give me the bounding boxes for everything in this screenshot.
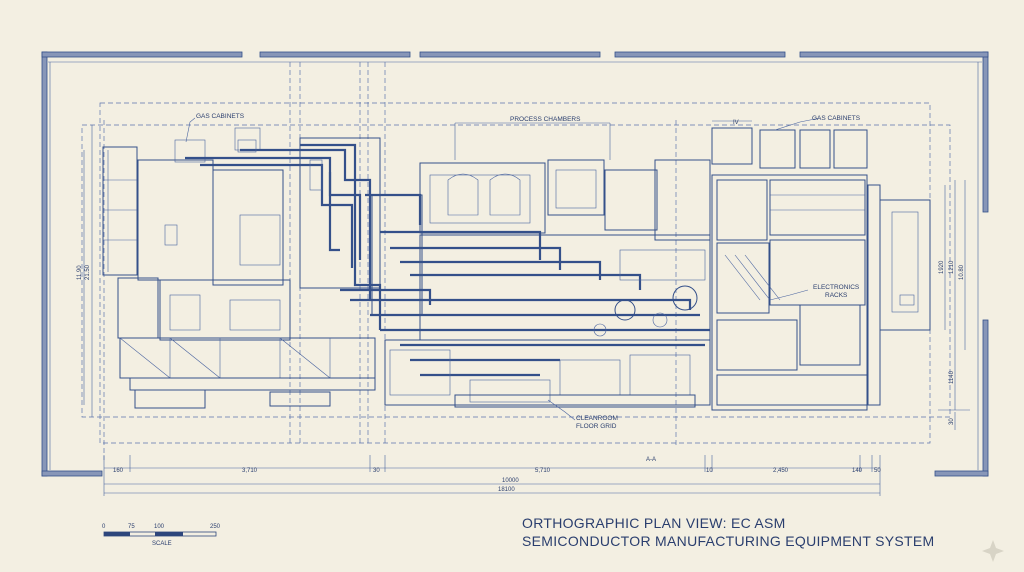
dim-overall-10000: 10000 bbox=[502, 478, 519, 484]
label-process-chambers: PROCESS CHAMBERS bbox=[510, 116, 581, 123]
label-floor-grid: FLOOR GRID bbox=[576, 423, 617, 430]
label-racks: RACKS bbox=[825, 292, 848, 299]
label-section-mark: A-A bbox=[646, 457, 656, 463]
scale-label: SCALE bbox=[152, 541, 172, 547]
dim-left-2: 21.50 bbox=[85, 264, 91, 280]
dim-bottom-6: 2,450 bbox=[773, 468, 789, 474]
label-cleanroom: CLEANROOM bbox=[576, 415, 618, 422]
left-gas-cabinet-area bbox=[102, 127, 376, 409]
scale-tick-75: 75 bbox=[128, 524, 135, 530]
right-equipment-area bbox=[711, 127, 931, 411]
process-chambers-area bbox=[384, 159, 711, 408]
dim-bottom-3: 30 bbox=[373, 468, 380, 474]
piping-cluster bbox=[185, 137, 710, 377]
scale-tick-0: 0 bbox=[102, 524, 106, 530]
drawing-title-line2: SEMICONDUCTOR MANUFACTURING EQUIPMENT SY… bbox=[522, 533, 935, 549]
building-walls bbox=[41, 51, 989, 477]
dim-bottom-5: 10 bbox=[706, 468, 713, 474]
dimension-lines bbox=[83, 125, 970, 496]
dim-right-4: 1140 bbox=[949, 370, 955, 384]
leader-lines bbox=[185, 117, 821, 421]
dim-right-2: 1210 bbox=[949, 260, 955, 274]
drawing-title-line1: ORTHOGRAPHIC PLAN VIEW: EC ASM bbox=[522, 515, 786, 531]
dim-left-1: 11.90 bbox=[77, 265, 83, 280]
dim-right-3: 10.80 bbox=[959, 264, 965, 280]
label-gas-cabinets-right: GAS CABINETS bbox=[812, 115, 861, 122]
dim-bottom-2: 3,710 bbox=[242, 468, 258, 474]
scale-tick-250: 250 bbox=[210, 524, 221, 530]
label-gas-cabinets-left: GAS CABINETS bbox=[196, 113, 245, 120]
scale-tick-100: 100 bbox=[154, 524, 165, 530]
sparkle-icon bbox=[982, 540, 1004, 562]
label-electronics: ELECTRONICS bbox=[813, 284, 860, 291]
dim-bottom-8: 50 bbox=[874, 468, 881, 474]
label-marker-iv: IV bbox=[733, 120, 739, 126]
dim-bottom-1: 160 bbox=[113, 468, 124, 474]
dim-right-1: 1920 bbox=[939, 260, 945, 274]
dim-bottom-4: 5,710 bbox=[535, 468, 551, 474]
dim-bottom-7: 140 bbox=[852, 468, 863, 474]
scale-bar: 0 75 100 250 SCALE bbox=[102, 524, 221, 547]
dim-right-5: 30 bbox=[949, 418, 955, 425]
dim-overall-18100: 18100 bbox=[498, 487, 515, 493]
